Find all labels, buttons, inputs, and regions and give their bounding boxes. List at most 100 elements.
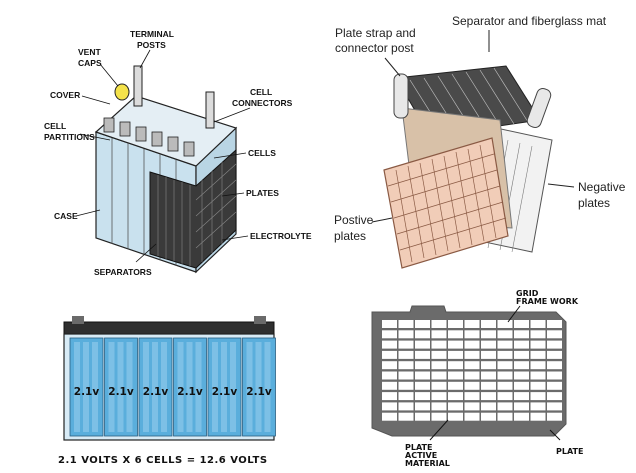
grid-cell: [497, 350, 513, 359]
grid-cell: [382, 361, 397, 370]
grid-cell: [547, 340, 562, 349]
grid-cell: [514, 371, 529, 380]
grid-cell: [497, 402, 513, 411]
grid-cell: [398, 381, 414, 390]
grid-cell: [514, 350, 529, 359]
grid-cell: [530, 402, 546, 411]
grid-cell: [382, 350, 397, 359]
grid-cell: [514, 330, 529, 339]
grid-cell: [547, 350, 562, 359]
grid-cell: [530, 320, 546, 328]
label-grid: GRID: [516, 289, 539, 298]
label-plate-active-2: ACTIVE: [405, 451, 437, 460]
grid-cell: [464, 412, 480, 421]
cell-plate: [221, 342, 227, 432]
cell-plate: [126, 342, 133, 432]
cell-plate: [186, 342, 193, 432]
grid-cell: [448, 381, 463, 390]
grid-cell: [481, 350, 496, 359]
grid-active-material: [382, 320, 562, 421]
grid-cell: [448, 350, 463, 359]
panel-grid-plate: GRID FRAME WORK PLATE ACTIVE MATERIAL PL…: [371, 289, 583, 468]
cell-plate: [152, 342, 158, 432]
grid-cell: [398, 330, 414, 339]
grid-cell: [530, 330, 546, 339]
grid-cell: [464, 361, 480, 370]
label-positive-plates-2: plates: [334, 229, 366, 243]
grid-cell: [497, 330, 513, 339]
grid-cell: [382, 330, 397, 339]
label-plate-strap: Plate strap and: [335, 26, 416, 40]
label-terminal-posts-2: POSTS: [137, 40, 166, 50]
cell-voltage-label: 2.1v: [108, 386, 134, 398]
connector-post-right: [526, 88, 552, 128]
grid-cell: [464, 320, 480, 328]
label-vent-caps: VENT: [78, 47, 101, 57]
grid-cell: [382, 412, 397, 421]
battery-cover: [94, 95, 238, 167]
grid-cell: [431, 350, 447, 359]
cell-connectors: [103, 117, 195, 157]
grid-cell: [514, 392, 529, 401]
grid-cell: [448, 320, 463, 328]
grid-cell: [448, 412, 463, 421]
label-negative-plates: Negative: [578, 180, 626, 194]
grid-cell: [398, 361, 414, 370]
grid-cell: [415, 320, 430, 328]
cell-plate: [143, 342, 149, 432]
grid-cell: [481, 402, 496, 411]
panel-battery-cutaway: TERMINAL POSTS VENT CAPS COVER CELL PART…: [44, 29, 312, 277]
cell-plate: [230, 342, 236, 432]
grid-cell: [530, 381, 546, 390]
grid-cell: [431, 392, 447, 401]
grid-cell: [431, 330, 447, 339]
panel-plate-assembly: Plate strap and connector post Separator…: [334, 14, 626, 269]
grid-cell: [497, 371, 513, 380]
cell-voltage-label: 2.1v: [177, 386, 203, 398]
grid-cell: [431, 371, 447, 380]
cell-voltage-label: 2.1v: [143, 386, 169, 398]
grid-cell: [382, 381, 397, 390]
grid-cell: [481, 381, 496, 390]
grid-cell: [530, 340, 546, 349]
panel1-leader-lines: [75, 49, 251, 263]
label-negative-plates-2: plates: [578, 196, 610, 210]
grid-cell: [464, 350, 480, 359]
grid-cell: [514, 320, 529, 328]
voltage-caption: 2.1 VOLTS X 6 CELLS = 12.6 VOLTS: [58, 455, 268, 466]
positive-plate: [383, 137, 509, 269]
plates-stack: [149, 148, 237, 269]
grid-cell: [481, 330, 496, 339]
grid-cell: [530, 412, 546, 421]
label-cell-partitions-2: PARTITIONS: [44, 132, 95, 142]
grid-cell: [398, 350, 414, 359]
label-cell-partitions: CELL: [44, 121, 66, 131]
grid-cell: [398, 412, 414, 421]
grid-cell: [398, 320, 414, 328]
grid-cell: [547, 361, 562, 370]
cell-plate: [177, 342, 184, 432]
cell-plate: [117, 342, 124, 432]
grid-cell: [514, 412, 529, 421]
cell-voltage-label: 2.1v: [212, 386, 238, 398]
grid-cell: [530, 350, 546, 359]
grid-cell: [415, 361, 430, 370]
grid-cell: [398, 371, 414, 380]
cell-plate: [74, 342, 80, 432]
connector-post-left: [393, 73, 409, 119]
grid-cell: [481, 340, 496, 349]
cell-plate: [246, 342, 253, 432]
grid-cell: [398, 392, 414, 401]
panel2-leader-lines: [371, 30, 575, 223]
grid-cell: [415, 412, 430, 421]
panel4-leader-lines: [429, 305, 561, 441]
cell-plate: [92, 342, 98, 432]
grid-cell: [431, 412, 447, 421]
label-cells: CELLS: [248, 148, 276, 158]
grid-cell: [481, 371, 496, 380]
grid-cell: [497, 381, 513, 390]
grid-cell: [382, 402, 397, 411]
terminal-post-left: [133, 65, 143, 107]
